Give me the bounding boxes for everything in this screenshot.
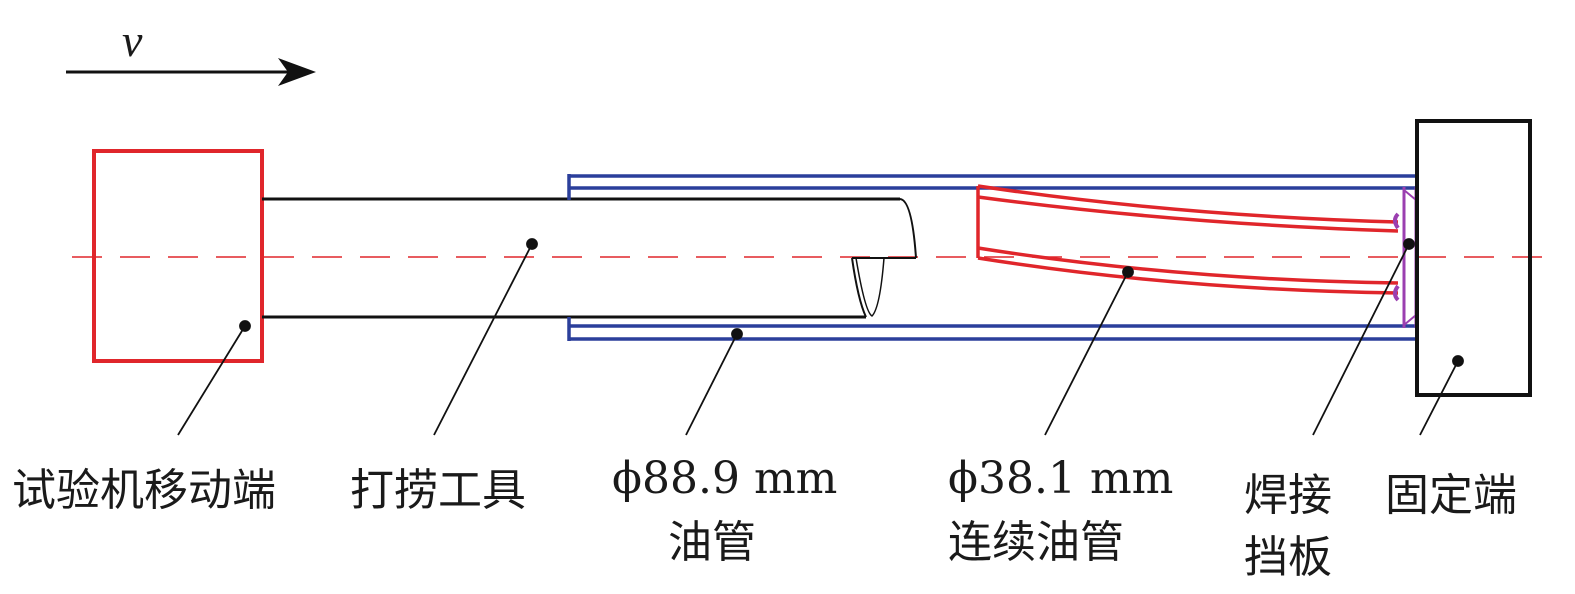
weld-plate <box>1393 187 1418 328</box>
velocity-symbol: v <box>122 15 143 66</box>
label-moving-end: 试验机移动端 <box>12 465 276 516</box>
fishing-tool <box>262 197 917 319</box>
label-weld-plate-line1: 焊接 <box>1244 470 1332 521</box>
label-tubing-88-size: ϕ88.9 mm <box>612 453 837 504</box>
label-coiled-38-name: 连续油管 <box>948 517 1124 568</box>
fixed-end-block <box>1415 119 1532 397</box>
label-tubing-88-name: 油管 <box>668 517 756 568</box>
label-fishing-tool: 打捞工具 <box>350 465 526 516</box>
leader-lines <box>177 238 1464 436</box>
label-coiled-38-size: ϕ38.1 mm <box>948 453 1173 504</box>
label-weld-plate-line2: 挡板 <box>1244 532 1332 583</box>
coiled-tubing <box>976 184 1399 295</box>
label-fixed-end: 固定端 <box>1385 470 1517 521</box>
velocity-arrow: v <box>66 15 316 86</box>
moving-end-block <box>92 149 264 363</box>
